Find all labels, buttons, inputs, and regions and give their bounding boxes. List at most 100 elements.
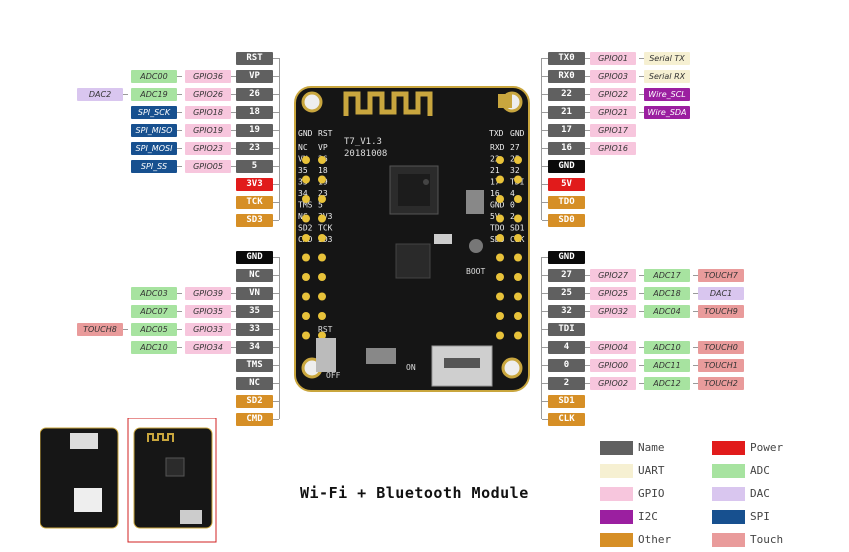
pin-func-gpio: GPIO21 bbox=[590, 106, 636, 119]
silk-right-label: 27 bbox=[510, 143, 520, 152]
pin-func-touch: TOUCH2 bbox=[698, 377, 744, 390]
pin-left-sd3: SD3 bbox=[236, 214, 273, 227]
legend-label: Touch bbox=[750, 533, 784, 546]
silk-on: ON bbox=[406, 363, 416, 372]
silk-right-label: TDO bbox=[490, 224, 505, 233]
silk-right-label: 4 bbox=[510, 189, 515, 198]
silk-left-label: 35 bbox=[298, 166, 308, 175]
silk-right-label: 17 bbox=[490, 178, 500, 187]
silk-left-label: 18 bbox=[318, 166, 328, 175]
pin-func-adc: ADC03 bbox=[131, 287, 177, 300]
pin-left-35: 35 bbox=[236, 305, 273, 318]
legend-swatch bbox=[712, 487, 745, 501]
silk-off: OFF bbox=[326, 371, 341, 380]
silk-right-label: 16 bbox=[490, 189, 500, 198]
silk-left-label: VP bbox=[318, 143, 328, 152]
silk-left-label: TCK bbox=[318, 224, 333, 233]
silk-top-right-2: GND bbox=[510, 129, 525, 138]
pin-left-34: 34 bbox=[236, 341, 273, 354]
legend-swatch bbox=[712, 464, 745, 478]
legend-label: DAC bbox=[750, 487, 770, 500]
pin-func-gpio: GPIO32 bbox=[590, 305, 636, 318]
pin-left-sd2: SD2 bbox=[236, 395, 273, 408]
pin-right-rx0: RX0 bbox=[548, 70, 585, 83]
legend-label: GPIO bbox=[638, 487, 665, 500]
pin-left-gnd: GND bbox=[236, 251, 273, 264]
pin-left-26: 26 bbox=[236, 88, 273, 101]
silk-right-label: 32 bbox=[510, 166, 520, 175]
pin-func-adc: ADC05 bbox=[131, 323, 177, 336]
pin-left-tms: TMS bbox=[236, 359, 273, 372]
pin-right-17: 17 bbox=[548, 124, 585, 137]
pin-func-spi: SPI_SS bbox=[131, 160, 177, 173]
silk-left-label: SD2 bbox=[298, 224, 313, 233]
pin-left-nc: NC bbox=[236, 269, 273, 282]
pin-right-25: 25 bbox=[548, 287, 585, 300]
legend-swatch bbox=[712, 441, 745, 455]
pin-left-33: 33 bbox=[236, 323, 273, 336]
legend-swatch bbox=[712, 533, 745, 547]
pin-right-gnd: GND bbox=[548, 160, 585, 173]
pin-func-gpio: GPIO00 bbox=[590, 359, 636, 372]
pin-func-touch: TOUCH8 bbox=[77, 323, 123, 336]
pin-func-dac: DAC2 bbox=[77, 88, 123, 101]
silk-right-label: GND bbox=[490, 201, 505, 210]
pin-right-2: 2 bbox=[548, 377, 585, 390]
pin-right-tdo: TDO bbox=[548, 196, 585, 209]
legend-label: SPI bbox=[750, 510, 770, 523]
pin-func-adc: ADC11 bbox=[644, 359, 690, 372]
pin-func-gpio: GPIO39 bbox=[185, 287, 231, 300]
pin-func-uart: Serial TX bbox=[644, 52, 690, 65]
pin-func-gpio: GPIO34 bbox=[185, 341, 231, 354]
pin-right-gnd: GND bbox=[548, 251, 585, 264]
pin-left-23: 23 bbox=[236, 142, 273, 155]
silk-right-label: SD1 bbox=[510, 224, 525, 233]
pin-func-gpio: GPIO02 bbox=[590, 377, 636, 390]
pin-right-4: 4 bbox=[548, 341, 585, 354]
pin-func-adc: ADC10 bbox=[131, 341, 177, 354]
legend-swatch bbox=[600, 487, 633, 501]
pin-right-16: 16 bbox=[548, 142, 585, 155]
pin-func-adc: ADC17 bbox=[644, 269, 690, 282]
pin-func-gpio: GPIO26 bbox=[185, 88, 231, 101]
pin-func-uart: Serial RX bbox=[644, 70, 690, 83]
silk-right-label: 5V bbox=[490, 212, 500, 221]
pin-func-adc: ADC00 bbox=[131, 70, 177, 83]
pin-left-tck: TCK bbox=[236, 196, 273, 209]
pin-left-3v3: 3V3 bbox=[236, 178, 273, 191]
pin-func-adc: ADC18 bbox=[644, 287, 690, 300]
pin-func-adc: ADC10 bbox=[644, 341, 690, 354]
silk-left-label: 5 bbox=[318, 201, 323, 210]
silk-left-label: 23 bbox=[318, 189, 328, 198]
silk-date: 20181008 bbox=[344, 149, 387, 159]
pin-func-gpio: GPIO23 bbox=[185, 142, 231, 155]
pin-left-5: 5 bbox=[236, 160, 273, 173]
pin-left-vn: VN bbox=[236, 287, 273, 300]
pin-func-adc: ADC12 bbox=[644, 377, 690, 390]
pin-func-gpio: GPIO18 bbox=[185, 106, 231, 119]
pin-func-adc: ADC19 bbox=[131, 88, 177, 101]
board-image: T7_V1.3 20181008 GND RST TXD GND NCVPVN2… bbox=[294, 86, 530, 392]
pin-left-rst: RST bbox=[236, 52, 273, 65]
pin-func-touch: TOUCH9 bbox=[698, 305, 744, 318]
pin-right-32: 32 bbox=[548, 305, 585, 318]
pin-func-spi: SPI_SCK bbox=[131, 106, 177, 119]
pin-left-19: 19 bbox=[236, 124, 273, 137]
legend-label: I2C bbox=[638, 510, 658, 523]
legend-swatch bbox=[600, 441, 633, 455]
pin-right-22: 22 bbox=[548, 88, 585, 101]
silk-model: T7_V1.3 bbox=[344, 137, 382, 147]
pin-right-5v: 5V bbox=[548, 178, 585, 191]
silk-top-left-1: GND bbox=[298, 129, 313, 138]
page-title: Wi-Fi + Bluetooth Module bbox=[300, 484, 529, 502]
pin-right-27: 27 bbox=[548, 269, 585, 282]
pin-func-spi: SPI_MOSI bbox=[131, 142, 177, 155]
legend-label: UART bbox=[638, 464, 665, 477]
pin-func-gpio: GPIO33 bbox=[185, 323, 231, 336]
pin-func-gpio: GPIO25 bbox=[590, 287, 636, 300]
pin-right-21: 21 bbox=[548, 106, 585, 119]
pin-func-adc: ADC04 bbox=[644, 305, 690, 318]
legend-label: Power bbox=[750, 441, 784, 454]
pin-func-gpio: GPIO01 bbox=[590, 52, 636, 65]
pin-func-gpio: GPIO36 bbox=[185, 70, 231, 83]
